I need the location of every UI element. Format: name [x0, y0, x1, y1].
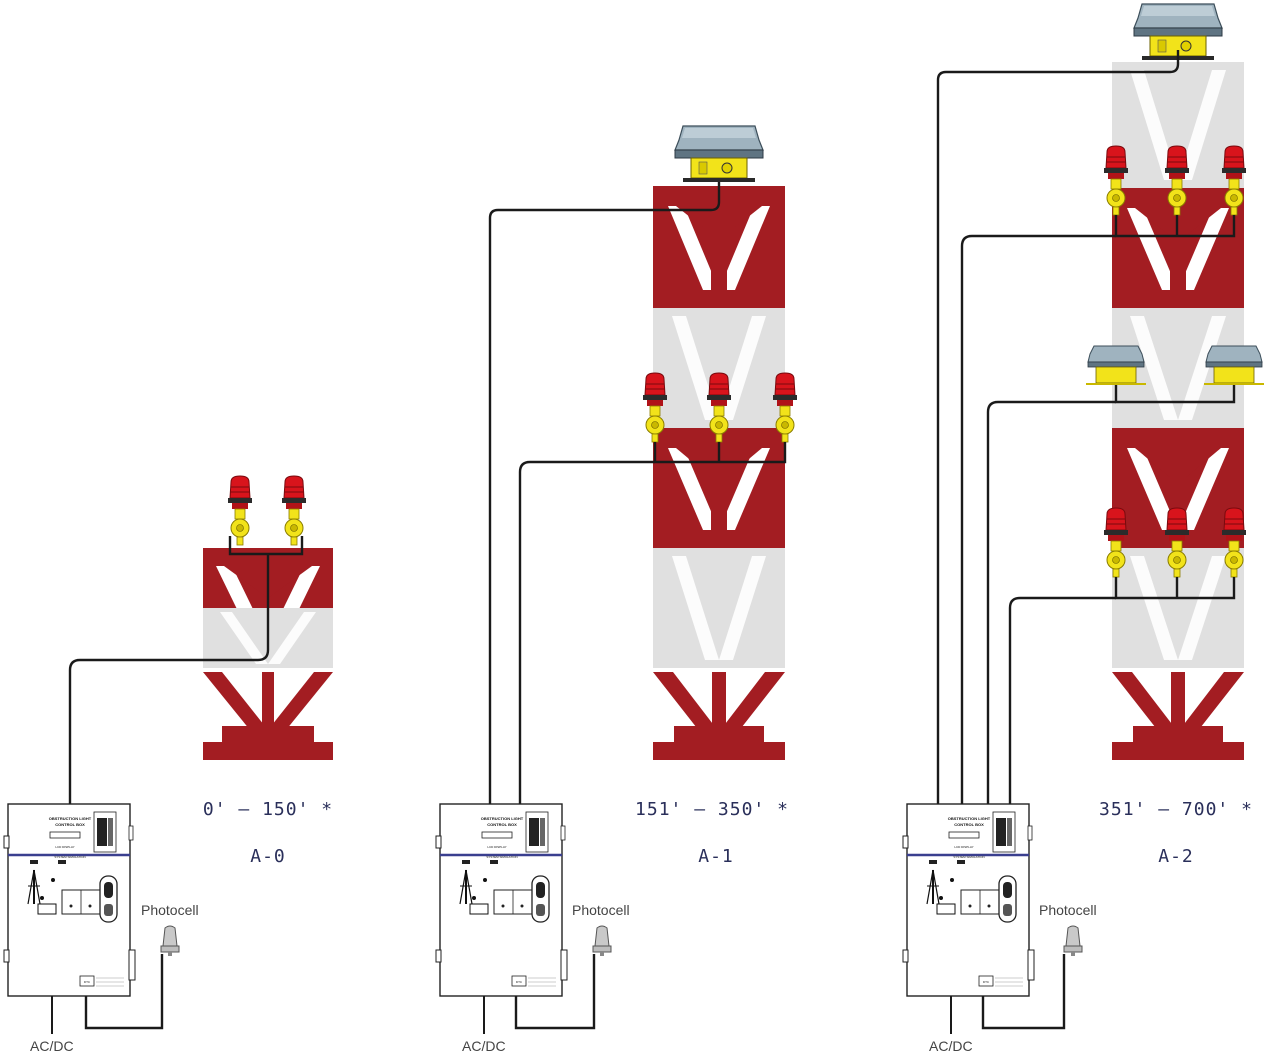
system-a0: 0' – 150' * A-0 Photocell AC/DC OBSTRUCT…	[2, 475, 333, 1054]
box-display-label: LCD DISPLAY	[954, 845, 973, 849]
box-brand: DTC	[84, 980, 91, 984]
box-title-line1: OBSTRUCTION LIGHT	[481, 816, 524, 821]
power-label: AC/DC	[30, 1038, 74, 1054]
box-title-line2: CONTROL BOX	[954, 822, 984, 827]
photocell-label: Photocell	[572, 902, 630, 918]
system-a1: 151' – 350' * A-1 Photocell AC/DC OBSTRU…	[434, 125, 798, 1054]
height-range-label: 0' – 150' *	[203, 799, 333, 820]
system-a2: 351' – 700' * A-2 Photocell AC/DC OBSTRU…	[901, 3, 1265, 1054]
box-band-label: SYSTEM SIMULATION	[953, 855, 984, 859]
control-box-icon	[901, 802, 1036, 998]
control-box-icon	[2, 802, 137, 998]
photocell-label: Photocell	[141, 902, 199, 918]
height-range-label: 351' – 700' *	[1099, 799, 1253, 820]
box-display-label: LCD DISPLAY	[55, 845, 74, 849]
power-label: AC/DC	[462, 1038, 506, 1054]
box-title-line2: CONTROL BOX	[55, 822, 85, 827]
system-code-label: A-1	[698, 846, 734, 867]
box-brand: DTC	[516, 980, 523, 984]
box-display-label: LCD DISPLAY	[487, 845, 506, 849]
power-label: AC/DC	[929, 1038, 973, 1054]
system-code-label: A-2	[1158, 846, 1194, 867]
box-brand: DTC	[983, 980, 990, 984]
box-title-line2: CONTROL BOX	[487, 822, 517, 827]
box-title-line1: OBSTRUCTION LIGHT	[49, 816, 92, 821]
photocell-icon	[592, 925, 612, 957]
white-strobe-icon	[674, 125, 764, 183]
photocell-icon	[160, 925, 180, 957]
photocell-label: Photocell	[1039, 902, 1097, 918]
photocell-icon	[1063, 925, 1083, 957]
box-band-label: SYSTEM SIMULATION	[54, 855, 85, 859]
red-beacon-icon	[227, 475, 253, 546]
height-range-label: 151' – 350' *	[635, 799, 789, 820]
system-code-label: A-0	[250, 846, 286, 867]
box-band-label: SYSTEM SIMULATION	[486, 855, 517, 859]
box-title-line1: OBSTRUCTION LIGHT	[948, 816, 991, 821]
control-box-icon	[434, 802, 569, 998]
tower-a1	[653, 186, 785, 760]
red-beacon-icon	[281, 475, 307, 546]
